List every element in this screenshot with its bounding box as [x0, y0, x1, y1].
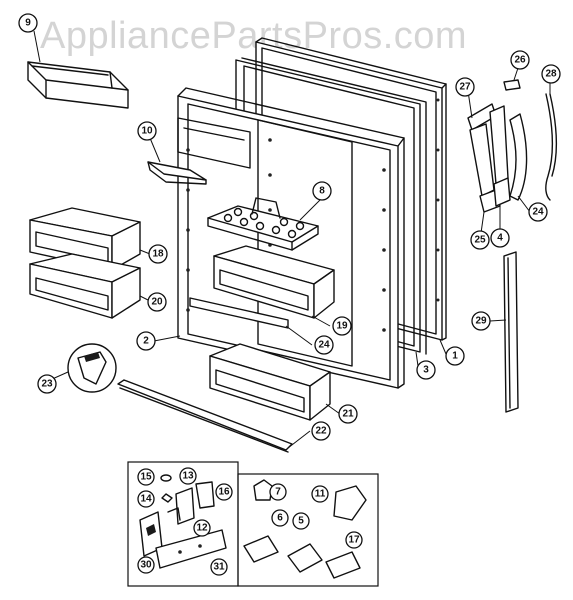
callout-24-left: 24	[314, 335, 334, 355]
part-dairy-hinge	[147, 161, 207, 185]
callout-16: 16	[215, 483, 233, 501]
svg-text:14: 14	[140, 494, 152, 505]
svg-text:23: 23	[41, 379, 53, 390]
callout-28: 28	[541, 64, 561, 84]
callout-1: 1	[445, 346, 465, 366]
svg-text:4: 4	[497, 233, 503, 244]
callout-9: 9	[18, 13, 38, 33]
callout-26: 26	[510, 50, 530, 70]
svg-text:27: 27	[459, 82, 471, 93]
svg-text:22: 22	[315, 426, 327, 437]
svg-text:10: 10	[141, 126, 153, 137]
callout-11: 11	[311, 485, 329, 503]
part-handle-end-cap	[67, 343, 117, 393]
svg-text:19: 19	[336, 321, 348, 332]
svg-text:29: 29	[475, 316, 487, 327]
part-egg-tray	[207, 197, 319, 251]
part-vertical-trim	[503, 251, 519, 413]
part-handle-trim	[117, 379, 293, 453]
callout-19: 19	[332, 316, 352, 336]
part-door-bin-middle	[213, 245, 335, 319]
part-hinge-hardware	[467, 79, 558, 213]
callout-13: 13	[179, 467, 197, 485]
callout-14: 14	[137, 490, 155, 508]
callout-23: 23	[37, 374, 57, 394]
callout-25: 25	[470, 230, 490, 250]
svg-text:24: 24	[318, 340, 330, 351]
svg-text:1: 1	[452, 351, 458, 362]
callout-15: 15	[137, 468, 155, 486]
svg-text:15: 15	[140, 472, 152, 483]
svg-text:28: 28	[545, 69, 557, 80]
callout-4: 4	[490, 228, 510, 248]
callout-29: 29	[471, 311, 491, 331]
svg-text:13: 13	[182, 471, 194, 482]
svg-text:8: 8	[319, 186, 325, 197]
callout-18: 18	[148, 244, 168, 264]
callout-3: 3	[416, 360, 436, 380]
callouts: 9 10 8 18 20 2 19 24 23 21 22 3 1 27 26 …	[18, 13, 561, 576]
svg-text:11: 11	[315, 489, 326, 500]
svg-text:18: 18	[152, 249, 164, 260]
svg-text:16: 16	[218, 487, 230, 498]
svg-text:26: 26	[514, 55, 526, 66]
svg-text:31: 31	[213, 562, 225, 573]
callout-17: 17	[345, 531, 363, 549]
callout-12: 12	[193, 519, 211, 537]
svg-text:20: 20	[151, 297, 163, 308]
watermark-text: AppliancePartsPros.com	[40, 15, 467, 57]
callout-24-right: 24	[528, 202, 548, 222]
callout-5: 5	[292, 512, 310, 530]
svg-text:2: 2	[143, 336, 149, 347]
callout-6: 6	[271, 509, 289, 527]
callout-30: 30	[137, 556, 155, 574]
part-door-bin-bottom	[209, 343, 331, 421]
svg-text:17: 17	[348, 535, 360, 546]
callout-10: 10	[137, 121, 157, 141]
callout-20: 20	[147, 292, 167, 312]
part-dairy-door	[27, 61, 129, 109]
svg-text:5: 5	[298, 516, 304, 527]
callout-22: 22	[311, 421, 331, 441]
svg-text:25: 25	[474, 235, 486, 246]
svg-text:6: 6	[277, 513, 283, 524]
svg-text:12: 12	[196, 523, 208, 534]
callout-27: 27	[455, 77, 475, 97]
detail-box-right	[237, 473, 379, 587]
callout-7: 7	[269, 483, 287, 501]
part-door-bin-lower-left	[29, 253, 141, 319]
svg-text:30: 30	[140, 560, 152, 571]
callout-2: 2	[136, 331, 156, 351]
svg-text:24: 24	[532, 207, 544, 218]
callout-31: 31	[210, 558, 228, 576]
callout-21: 21	[338, 404, 358, 424]
svg-text:7: 7	[275, 487, 281, 498]
svg-text:9: 9	[25, 18, 31, 29]
svg-text:21: 21	[342, 409, 354, 420]
callout-8: 8	[312, 181, 332, 201]
svg-text:3: 3	[423, 365, 429, 376]
